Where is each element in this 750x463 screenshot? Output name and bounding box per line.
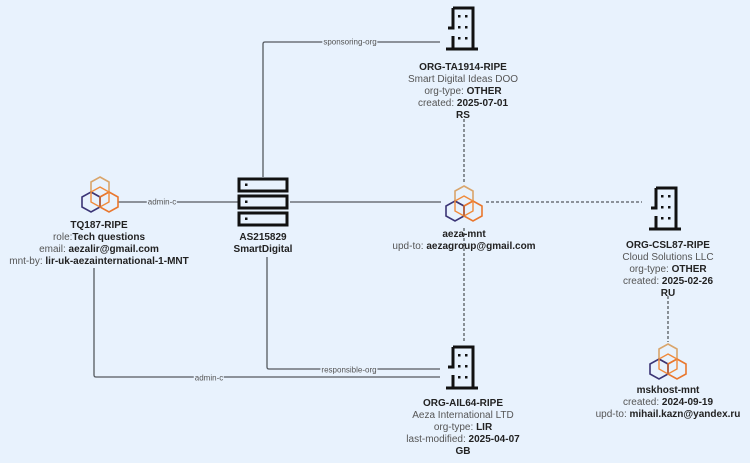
edge-responsible-org: [266, 257, 440, 370]
role-value: Tech questions: [72, 232, 146, 243]
upd-to-value: mihail.kazn@yandex.ru: [629, 409, 741, 420]
org-type-value: OTHER: [671, 264, 707, 275]
org-type-key: org-type:: [629, 264, 669, 275]
node-title: ORG-TA1914-RIPE: [419, 62, 507, 73]
node-title: ORG-CSL87-RIPE: [626, 240, 710, 251]
node-title: mskhost-mnt: [636, 385, 700, 396]
country: GB: [455, 446, 471, 457]
node-aeza-mnt[interactable]: aeza-mnt upd-to: aezagroup@gmail.com: [392, 229, 535, 253]
node-title: AS215829: [239, 232, 287, 243]
building-icon[interactable]: [647, 186, 683, 231]
created-key: created:: [622, 276, 660, 287]
created-key: created:: [417, 98, 455, 109]
email-key: email:: [39, 244, 66, 255]
edge-label-responsible-org: responsible-org: [320, 365, 378, 375]
edge-sponsoring-org: [262, 41, 440, 177]
server-icon[interactable]: [237, 177, 289, 227]
building-icon[interactable]: [444, 6, 480, 51]
edge-label-sponsoring-org: sponsoring-org: [322, 37, 378, 47]
node-org-ail64[interactable]: ORG-AIL64-RIPE Aeza International LTD or…: [406, 398, 519, 458]
org-type-key: org-type:: [424, 86, 464, 97]
org-name: Aeza International LTD: [412, 410, 514, 421]
upd-to-key: upd-to:: [595, 409, 627, 420]
edge-admin-c-org: [93, 268, 440, 378]
ripe-hexagon-icon[interactable]: [81, 176, 119, 213]
last-modified-key: last-modified:: [406, 434, 466, 445]
last-modified-value: 2025-04-07: [468, 434, 520, 445]
org-type-key: org-type:: [433, 422, 474, 433]
mnt-by-key: mnt-by:: [9, 256, 43, 267]
upd-to-key: upd-to:: [392, 241, 424, 252]
created-key: created:: [622, 397, 660, 408]
org-type-value: OTHER: [466, 86, 502, 97]
org-type-value: LIR: [476, 422, 493, 433]
created-value: 2025-02-26: [661, 276, 714, 287]
node-as215829[interactable]: AS215829 SmartDigital: [234, 232, 293, 256]
org-name: Cloud Solutions LLC: [622, 252, 714, 263]
ripe-hexagon-icon[interactable]: [445, 185, 483, 222]
edge-label-admin-c-org: admin-c: [193, 373, 225, 383]
node-mskhost-mnt[interactable]: mskhost-mnt created: 2024-09-19 upd-to: …: [596, 385, 741, 421]
country: RS: [456, 110, 470, 121]
created-value: 2025-07-01: [456, 98, 509, 109]
created-value: 2024-09-19: [661, 397, 714, 408]
org-name: Smart Digital Ideas DOO: [407, 74, 519, 85]
node-title: aeza-mnt: [442, 229, 486, 240]
upd-to-value: aezagroup@gmail.com: [426, 241, 536, 252]
country: RU: [660, 288, 676, 299]
edges: [93, 41, 669, 378]
node-org-csl87[interactable]: ORG-CSL87-RIPE Cloud Solutions LLC org-t…: [622, 240, 713, 300]
mnt-by-value: lir-uk-aezainternational-1-MNT: [45, 256, 189, 267]
edge-label-admin-c-as: admin-c: [146, 197, 178, 207]
node-title: ORG-AIL64-RIPE: [422, 398, 503, 409]
role-key: role:: [52, 232, 73, 243]
as-name: SmartDigital: [233, 244, 293, 255]
building-icon[interactable]: [444, 345, 480, 390]
email-value: aezalir@gmail.com: [68, 244, 159, 255]
node-tq187[interactable]: TQ187-RIPE role:Tech questions email: ae…: [9, 220, 188, 268]
ripe-hexagon-icon[interactable]: [649, 343, 687, 380]
node-org-ta1914[interactable]: ORG-TA1914-RIPE Smart Digital Ideas DOO …: [408, 62, 518, 122]
node-title: TQ187-RIPE: [70, 220, 128, 231]
